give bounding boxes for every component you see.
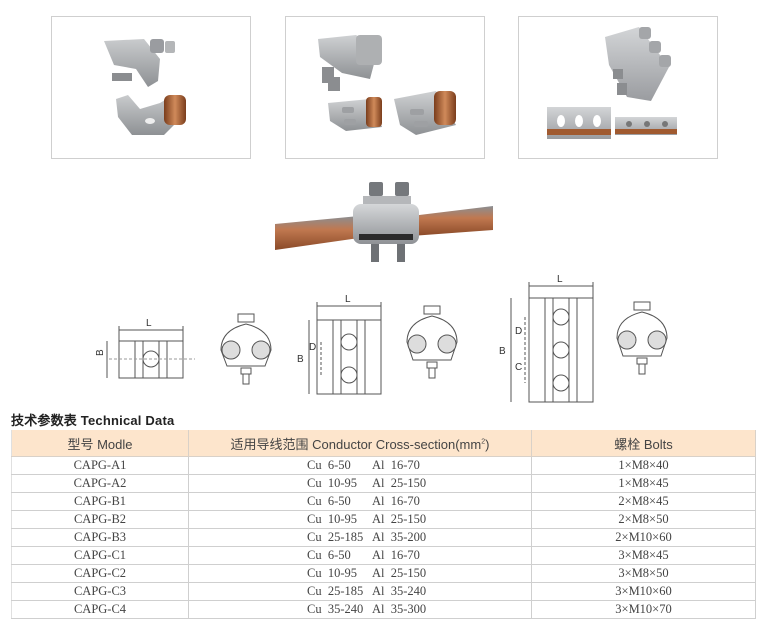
clamp-b-illustration — [318, 35, 456, 135]
table-row: CAPG-C1 Cu 6-50 Al 16-70 3×M8×45 — [11, 546, 756, 565]
cell-range: Cu 25-185 Al 35-240 — [188, 582, 532, 601]
superscript: 2 — [481, 438, 486, 446]
cell-cu: Cu 6-50 — [307, 494, 351, 508]
dimension-label-b: B — [95, 349, 106, 356]
cell-range: Cu 6-50 Al 16-70 — [188, 456, 532, 475]
table-header-row: 型号 Modle 适用导线范围 Conductor Cross-section(… — [11, 430, 756, 457]
cell-bolts: 2×M8×50 — [531, 510, 756, 529]
cell-model: CAPG-C4 — [11, 600, 189, 619]
clamp-c-illustration — [547, 27, 677, 139]
technical-drawing-type-c: L B D C — [495, 270, 695, 406]
column-header-conductor-range: 适用导线范围 Conductor Cross-section(mm2) — [188, 430, 532, 457]
cell-model: CAPG-C2 — [11, 564, 189, 583]
table-row: CAPG-A1 Cu 6-50 Al 16-70 1×M8×40 — [11, 456, 756, 475]
cell-al: Al 35-200 — [372, 530, 427, 544]
table-row: CAPG-B3 Cu 25-185 Al 35-200 2×M10×60 — [11, 528, 756, 547]
cell-model: CAPG-A2 — [11, 474, 189, 493]
dimension-label-d: D — [309, 342, 316, 353]
cell-cu: Cu 6-50 — [307, 458, 351, 472]
column-header-range-text: 适用导线范围 Conductor Cross-section(mm — [230, 436, 482, 452]
technical-drawing-type-a: L B — [85, 308, 285, 398]
dimension-label-l: L — [345, 294, 351, 305]
table-row: CAPG-B1 Cu 6-50 Al 16-70 2×M8×45 — [11, 492, 756, 511]
cell-range: Cu 25-185 Al 35-200 — [188, 528, 532, 547]
cell-model: CAPG-C1 — [11, 546, 189, 565]
product-photo-clamp-a — [51, 16, 251, 159]
product-photo-clamp-b — [285, 16, 485, 159]
cell-bolts: 1×M8×45 — [531, 474, 756, 493]
cell-bolts: 3×M10×70 — [531, 600, 756, 619]
table-row: CAPG-C2 Cu 10-95 Al 25-150 3×M8×50 — [11, 564, 756, 583]
cell-bolts: 3×M8×45 — [531, 546, 756, 565]
cell-cu: Cu 25-185 — [307, 530, 364, 544]
table-row: CAPG-C4 Cu 35-240 Al 35-300 3×M10×70 — [11, 600, 756, 619]
cell-cu: Cu 10-95 — [307, 476, 357, 490]
cell-cu: Cu 10-95 — [307, 512, 357, 526]
column-header-model: 型号 Modle — [11, 430, 189, 457]
product-photo-clamp-c — [518, 16, 718, 159]
cell-cu: Cu 6-50 — [307, 548, 351, 562]
cell-model: CAPG-B1 — [11, 492, 189, 511]
cell-range: Cu 10-95 Al 25-150 — [188, 564, 532, 583]
clamp-a-illustration — [104, 39, 186, 135]
cell-bolts: 3×M8×50 — [531, 564, 756, 583]
cell-range: Cu 6-50 Al 16-70 — [188, 546, 532, 565]
cell-al: Al 16-70 — [372, 458, 420, 472]
cell-cu: Cu 10-95 — [307, 566, 357, 580]
table-row: CAPG-B2 Cu 10-95 Al 25-150 2×M8×50 — [11, 510, 756, 529]
cell-bolts: 3×M10×60 — [531, 582, 756, 601]
dimension-label-l: L — [146, 318, 152, 329]
dimension-label-c: C — [515, 362, 522, 373]
dimension-label-d: D — [515, 326, 522, 337]
column-header-bolts: 螺栓 Bolts — [531, 430, 756, 457]
cell-al: Al 35-300 — [372, 602, 427, 616]
cell-bolts: 1×M8×40 — [531, 456, 756, 475]
cell-al: Al 25-150 — [372, 566, 427, 580]
cell-cu: Cu 25-185 — [307, 584, 364, 598]
cell-range: Cu 10-95 Al 25-150 — [188, 510, 532, 529]
dimension-label-b: B — [297, 354, 304, 365]
cell-model: CAPG-B3 — [11, 528, 189, 547]
cell-range: Cu 10-95 Al 25-150 — [188, 474, 532, 493]
cell-model: CAPG-A1 — [11, 456, 189, 475]
cell-bolts: 2×M10×60 — [531, 528, 756, 547]
cell-al: Al 25-150 — [372, 512, 427, 526]
cell-model: CAPG-B2 — [11, 510, 189, 529]
section-title: 技术参数表 Technical Data — [11, 413, 175, 428]
cell-cu: Cu 35-240 — [307, 602, 364, 616]
dimension-label-b: B — [499, 346, 506, 357]
table-row: CAPG-A2 Cu 10-95 Al 25-150 1×M8×45 — [11, 474, 756, 493]
cell-model: CAPG-C3 — [11, 582, 189, 601]
cell-al: Al 16-70 — [372, 548, 420, 562]
technical-drawing-type-b: L B D — [295, 290, 495, 402]
table-row: CAPG-C3 Cu 25-185 Al 35-240 3×M10×60 — [11, 582, 756, 601]
cell-range: Cu 35-240 Al 35-300 — [188, 600, 532, 619]
column-header-range-close: ) — [485, 436, 490, 452]
product-photo-clamp-on-cable — [275, 172, 493, 272]
cell-al: Al 35-240 — [372, 584, 427, 598]
cell-al: Al 16-70 — [372, 494, 420, 508]
cell-range: Cu 6-50 Al 16-70 — [188, 492, 532, 511]
cell-bolts: 2×M8×45 — [531, 492, 756, 511]
technical-data-table: 型号 Modle 适用导线范围 Conductor Cross-section(… — [11, 430, 756, 619]
cell-al: Al 25-150 — [372, 476, 427, 490]
dimension-label-l: L — [557, 274, 563, 285]
clamp-on-cable-illustration — [275, 182, 493, 262]
